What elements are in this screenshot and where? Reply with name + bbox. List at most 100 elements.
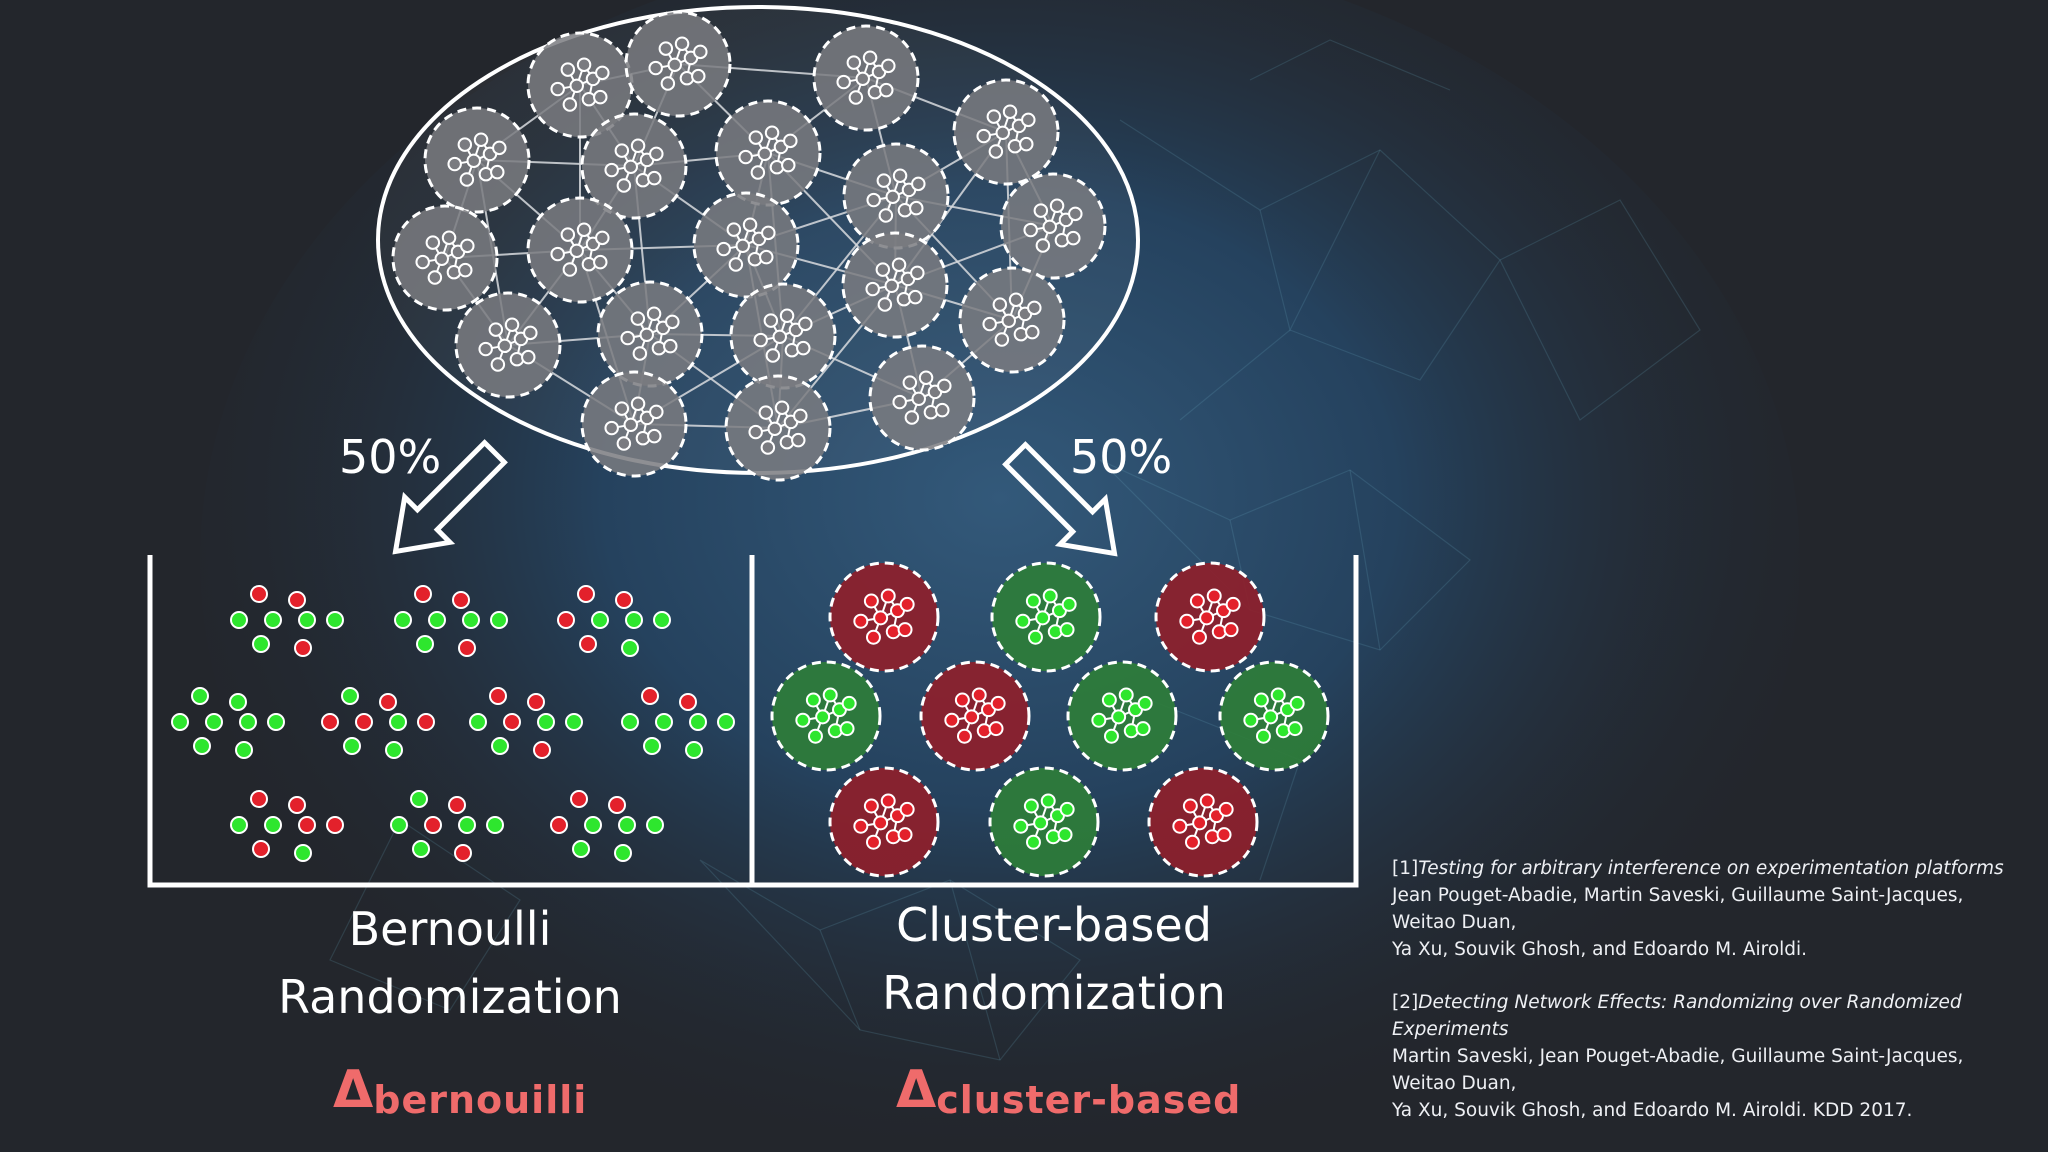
treatment-node xyxy=(608,796,626,814)
cluster-node xyxy=(478,166,494,182)
cluster-node xyxy=(1001,313,1016,329)
cluster-node xyxy=(604,420,619,436)
cluster-node xyxy=(1179,613,1195,629)
control-node xyxy=(229,693,247,711)
delta-cluster-based: Δcluster-based xyxy=(896,1060,1241,1122)
treatment-node xyxy=(414,585,432,603)
cluster-node xyxy=(632,346,648,361)
cluster-node xyxy=(772,329,787,345)
cluster-node xyxy=(726,222,742,237)
cluster-node xyxy=(1253,692,1269,708)
population-cluster xyxy=(624,10,732,118)
cluster-node xyxy=(623,417,638,433)
treatment-node xyxy=(326,816,344,834)
cluster-node xyxy=(791,432,806,448)
cluster-node xyxy=(878,208,894,223)
cluster-node xyxy=(576,222,592,237)
cluster-node xyxy=(935,402,950,418)
cluster-node xyxy=(1025,324,1040,340)
cluster-node xyxy=(667,57,682,73)
cluster-node xyxy=(1192,815,1208,831)
cluster-node xyxy=(504,317,520,332)
control-node xyxy=(462,611,480,629)
cluster-node xyxy=(446,264,462,280)
cluster-node xyxy=(1223,622,1239,638)
cluster-node xyxy=(742,217,758,232)
cluster-node xyxy=(560,62,576,77)
cluster-node xyxy=(990,695,1006,711)
cluster-node xyxy=(885,189,900,205)
cluster-node xyxy=(674,36,690,51)
cluster-node xyxy=(1019,136,1034,152)
cluster-node xyxy=(620,330,635,346)
cluster-node xyxy=(1047,624,1063,640)
treatment-cluster xyxy=(1154,561,1266,673)
cluster-node xyxy=(865,281,880,297)
treatment-node xyxy=(355,713,373,731)
cluster-node xyxy=(665,314,680,330)
cluster-node xyxy=(798,316,813,332)
cluster-node xyxy=(1059,801,1075,817)
delta-symbol: Δ xyxy=(896,1060,937,1120)
bernoulli-node-group xyxy=(390,790,504,862)
cluster-node xyxy=(796,340,811,356)
cluster-node xyxy=(783,133,798,149)
cluster-node xyxy=(593,89,608,105)
cluster-node xyxy=(1021,112,1036,128)
cluster-node xyxy=(964,709,980,725)
cluster-node xyxy=(635,172,651,188)
cluster-node xyxy=(1270,687,1286,703)
cluster-node xyxy=(1027,300,1042,316)
cluster-node xyxy=(663,338,678,354)
treatment-node xyxy=(557,611,575,629)
cluster-node xyxy=(836,74,851,90)
treatment-node xyxy=(641,687,659,705)
cluster-node xyxy=(877,297,893,312)
cluster-node xyxy=(639,327,654,343)
delta-bernoulli: Δbernouilli xyxy=(333,1060,587,1122)
cluster-node xyxy=(550,246,565,262)
cluster-node xyxy=(1023,222,1038,238)
population-clusters xyxy=(391,10,1107,482)
control-node xyxy=(717,713,735,731)
control-cluster xyxy=(988,766,1100,878)
cluster-node xyxy=(562,262,578,277)
bernoulli-node-group xyxy=(469,687,583,759)
reference-authors: Martin Saveski, Jean Pouget-Abadie, Guil… xyxy=(1392,1046,1964,1067)
reference-2: [2]Detecting Network Effects: Randomizin… xyxy=(1392,989,2032,1124)
treatment-cluster xyxy=(828,766,940,878)
cluster-node xyxy=(862,50,878,65)
control-node xyxy=(572,840,590,858)
treatment-node xyxy=(321,713,339,731)
cluster-node xyxy=(760,440,776,455)
cluster-node xyxy=(658,41,674,56)
population-cluster xyxy=(580,370,688,478)
reference-authors: Ya Xu, Souvik Ghosh, and Edoardo M. Airo… xyxy=(1392,1100,1913,1121)
cluster-node xyxy=(593,254,608,270)
cluster-node xyxy=(944,712,960,728)
references: [1]Testing for arbitrary interference on… xyxy=(1392,855,2032,1150)
cluster-node xyxy=(793,408,808,424)
cluster-node xyxy=(995,125,1010,141)
control-node xyxy=(390,816,408,834)
control-node xyxy=(469,713,487,731)
reference-authors: Weitao Duan, xyxy=(1392,912,1517,933)
cluster-node xyxy=(604,162,619,178)
bernoulli-node-groups xyxy=(171,585,735,862)
cluster-node xyxy=(911,176,926,192)
population-cluster xyxy=(391,204,499,312)
cluster-node xyxy=(855,71,870,87)
bernoulli-node-group xyxy=(230,790,344,862)
control-node xyxy=(685,741,703,759)
cluster-node xyxy=(865,629,881,645)
control-node xyxy=(298,611,316,629)
cluster-node xyxy=(1211,624,1227,640)
reference-authors: Weitao Duan, xyxy=(1392,1073,1517,1094)
cluster-node xyxy=(753,332,768,348)
bernoulli-title: Bernoulli Randomization xyxy=(200,895,700,1031)
cluster-node xyxy=(466,153,481,169)
cluster-node xyxy=(875,262,891,277)
cluster-node xyxy=(1035,610,1051,626)
cluster-node xyxy=(937,378,952,394)
cluster-node xyxy=(815,709,831,725)
